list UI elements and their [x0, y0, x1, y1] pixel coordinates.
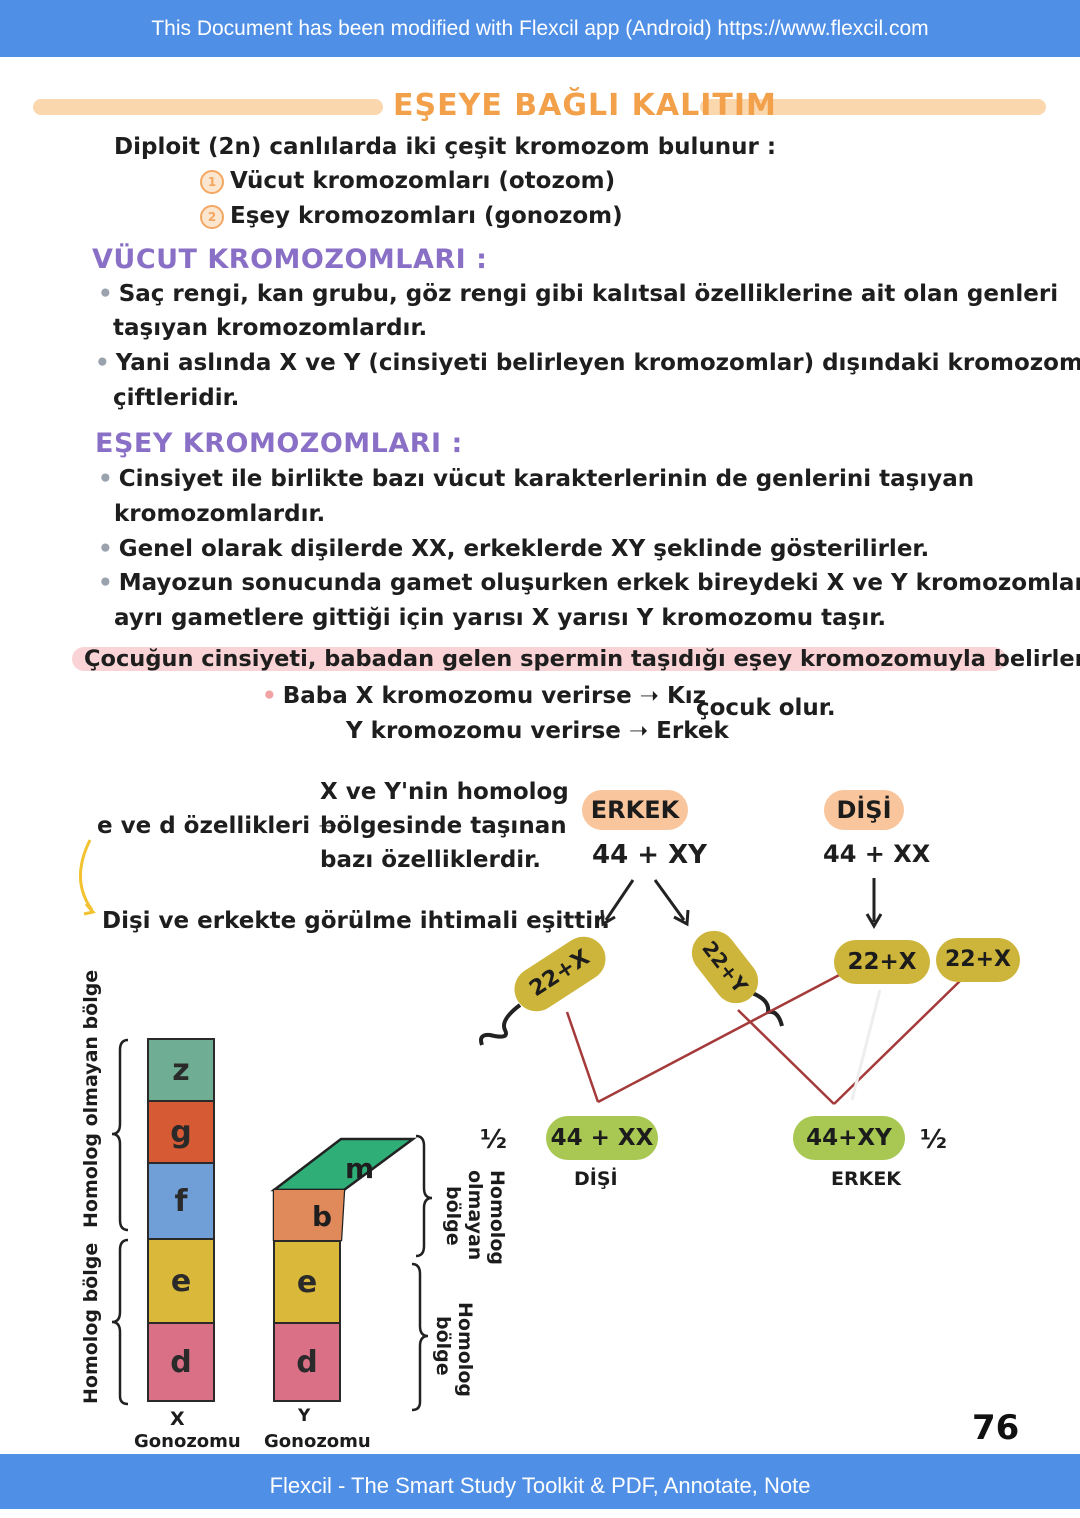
esey-bullet-2: •Genel olarak dişilerde XX, erkeklerde X…: [98, 536, 930, 562]
esey-bullet-1-cont: kromozomlardır.: [114, 501, 326, 527]
x-homolog-label: Homolog bölge: [80, 1242, 102, 1404]
baba-line-2: Y kromozomu verirse ➝ Erkek: [346, 718, 729, 744]
vucut-bullet-1-cont: taşıyan kromozomlardır.: [113, 315, 428, 341]
intro-item-2-text: Eşey kromozomları (gonozom): [230, 203, 623, 229]
vucut-bullet-1-text: Saç rengi, kan grubu, göz rengi gibi kal…: [118, 281, 1059, 307]
x-gene-g: g: [147, 1100, 215, 1164]
sperm-tail-icon: [751, 991, 784, 1027]
y-nonhomolog-label-2: olmayan: [464, 1170, 486, 1261]
arrow-head-icon: [83, 903, 96, 916]
highlight-text: Çocuğun cinsiyeti, babadan gelen spermin…: [84, 646, 1080, 672]
ed-note: Dişi ve erkekte görülme ihtimali eşittir…: [102, 908, 610, 934]
offspring-xy-label: ERKEK: [831, 1168, 902, 1190]
vucut-bullet-2-cont: çiftleridir.: [113, 385, 240, 411]
offspring-xy: 44+XY: [793, 1116, 905, 1160]
esey-bullet-1: •Cinsiyet ile birlikte bazı vücut karakt…: [98, 466, 975, 492]
x-name: X: [170, 1408, 185, 1430]
x-nonhomolog-label: Homolog olmayan bölge: [80, 969, 102, 1228]
erkek-genotype: 44 + XY: [592, 840, 707, 870]
y-name: Y: [298, 1406, 311, 1426]
offspring-xy-ratio: ½: [920, 1125, 947, 1155]
number-badge: 1: [200, 169, 224, 194]
offspring-xx-ratio: ½: [480, 1125, 507, 1155]
bottom-banner: Flexcil - The Smart Study Toolkit & PDF,…: [0, 1454, 1080, 1509]
y-gene-d: d: [273, 1322, 341, 1402]
x-gene-d: d: [147, 1322, 215, 1402]
highlight-band: [72, 647, 1006, 671]
y-nonhomolog-label-3: bölge: [442, 1186, 464, 1246]
baba-line-1-text: Baba X kromozomu verirse ➝ Kız: [282, 683, 707, 709]
y-gene-m: m: [345, 1152, 375, 1185]
gamete-22x-egg-1: 22+X: [834, 940, 930, 984]
vucut-heading: VÜCUT KROMOZOMLARI :: [92, 244, 488, 275]
intro-item-1-text: Vücut kromozomları (otozom): [230, 168, 616, 194]
y-homolog-label-2: bölge: [432, 1316, 454, 1376]
arrow-erkek-left: [604, 879, 635, 921]
y-nonhomolog-label-1: Homolog: [486, 1170, 508, 1265]
esey-heading: EŞEY KROMOZOMLARI :: [95, 428, 463, 459]
y-gonozomu: Gonozomu: [264, 1431, 371, 1452]
gamete-22x-egg-2: 22+X: [936, 938, 1020, 982]
esey-bullet-3: •Mayozun sonucunda gamet oluşurken erkek…: [98, 570, 1080, 596]
ed-label: e ve d özellikleri ➝: [97, 813, 338, 839]
title-bar-right: [700, 99, 1046, 115]
disi-genotype: 44 + XX: [823, 840, 931, 868]
x-gene-f: f: [147, 1162, 215, 1240]
vucut-bullet-1: •Saç rengi, kan grubu, göz rengi gibi ka…: [98, 281, 1059, 307]
esey-bullet-3-cont: ayrı gametlere gittiği için yarısı X yar…: [114, 605, 887, 631]
esey-bullet-2-text: Genel olarak dişilerde XX, erkeklerde XY…: [118, 536, 930, 562]
baba-suffix: çocuk olur.: [696, 695, 836, 721]
top-banner: This Document has been modified with Fle…: [0, 0, 1080, 57]
erkek-pill: ERKEK: [582, 790, 688, 830]
ed-line-1: X ve Y'nin homolog: [320, 779, 569, 805]
page-title: EŞEYE BAĞLI KALITIM: [393, 88, 777, 123]
baba-line-1: •Baba X kromozomu verirse ➝ Kız: [262, 683, 707, 709]
y-gene-e: e: [273, 1240, 341, 1324]
offspring-xx-label: DİŞİ: [574, 1168, 618, 1190]
y-gene-b: b: [312, 1200, 333, 1233]
esey-bullet-3-text: Mayozun sonucunda gamet oluşurken erkek …: [118, 570, 1080, 596]
disi-pill: DİŞİ: [824, 790, 904, 830]
ed-line-3: bazı özelliklerdir.: [320, 847, 541, 873]
ed-line-2: bölgesinde taşınan: [320, 813, 567, 839]
page-number: 76: [972, 1408, 1020, 1448]
esey-bullet-1-text: Cinsiyet ile birlikte bazı vücut karakte…: [118, 466, 975, 492]
y-homolog-label-1: Homolog: [454, 1302, 476, 1397]
x-gene-z: z: [147, 1038, 215, 1102]
x-gene-e: e: [147, 1238, 215, 1324]
number-badge: 2: [200, 204, 224, 229]
offspring-xx: 44 + XX: [546, 1116, 658, 1160]
vucut-bullet-2-text: Yani aslında X ve Y (cinsiyeti belirleye…: [115, 350, 1080, 376]
x-gonozomu: Gonozomu: [134, 1431, 241, 1452]
gene-m: [270, 1137, 417, 1192]
vucut-bullet-2: •Yani aslında X ve Y (cinsiyeti belirley…: [95, 350, 1080, 376]
curved-arrow-icon: [79, 839, 94, 911]
title-bar-left: [33, 99, 383, 115]
intro-line: Diploit (2n) canlılarda iki çeşit kromoz…: [114, 134, 777, 160]
sperm-tail-icon: [479, 1003, 522, 1046]
arrow-erkek-right: [653, 879, 686, 921]
